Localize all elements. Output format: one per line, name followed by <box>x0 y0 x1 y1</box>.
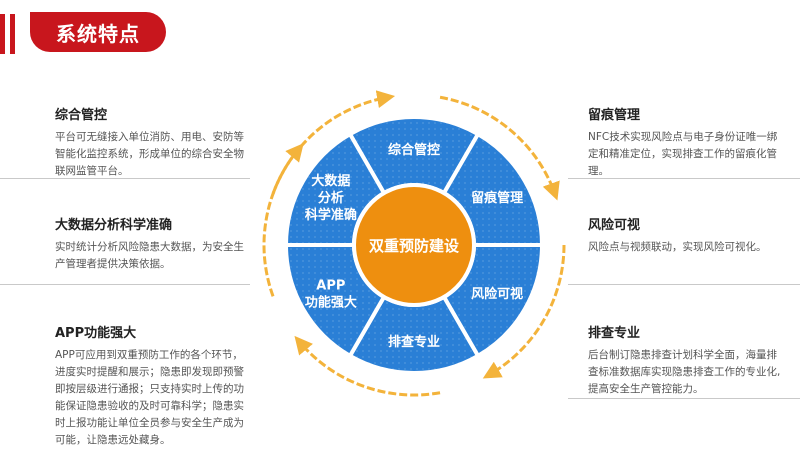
feature-desc: 实时统计分析风险隐患大数据，为安全生 产管理者提供决策依据。 <box>55 241 244 270</box>
feature-title: APP功能强大 <box>55 326 137 341</box>
cycle-arrow <box>294 335 441 397</box>
feature-title: 综合管控 <box>55 108 108 123</box>
center-label: 双重预防建设 <box>369 237 459 255</box>
feature-block-trace-management: 留痕管理 NFC技术实现风险点与电子身份证唯一绑 定和精准定位，实现排查工作的留… <box>588 104 793 180</box>
feature-desc: APP可应用到双重预防工作的各个环节， 进度实时提醒和展示；隐患即发现即预警 即… <box>55 349 244 446</box>
feature-title: 留痕管理 <box>588 108 641 123</box>
divider <box>568 398 800 399</box>
segment-label: 风险可视 <box>471 286 523 302</box>
feature-block-app: APP功能强大 APP可应用到双重预防工作的各个环节， 进度实时提醒和展示；隐患… <box>55 322 305 449</box>
segment-label: 综合管控 <box>388 142 440 158</box>
center-circle <box>352 183 476 307</box>
feature-title: 排查专业 <box>588 326 641 341</box>
feature-title: 风险可视 <box>588 218 641 233</box>
cycle-arrow <box>439 95 560 201</box>
segment-label: 排查专业 <box>388 334 440 350</box>
cycle-arrow <box>271 90 396 195</box>
divider <box>568 178 800 179</box>
feature-block-risk-visual: 风险可视 风险点与视频联动，实现风险可视化。 <box>588 214 793 256</box>
feature-desc: 风险点与视频联动，实现风险可视化。 <box>588 241 767 253</box>
feature-desc: 平台可无缝接入单位消防、用电、安防等 智能化监控系统，形成单位的综合安全物 联网… <box>55 131 244 177</box>
segment-label: 大数据分析科学准确 <box>305 173 357 223</box>
cycle-arrows <box>262 90 566 397</box>
divider <box>0 284 250 285</box>
feature-block-professional-inspection: 排查专业 后台制订隐患排查计划科学全面，海量排 查标准数据库实现隐患排查工作的专… <box>588 322 793 398</box>
feature-desc: 后台制订隐患排查计划科学全面，海量排 查标准数据库实现隐患排查工作的专业化, 提… <box>588 349 781 395</box>
page-title: 系统特点 <box>30 12 166 52</box>
feature-desc: NFC技术实现风险点与电子身份证唯一绑 定和精准定位，实现排查工作的留痕化管 理… <box>588 131 778 177</box>
feature-title: 大数据分析科学准确 <box>55 218 173 233</box>
feature-block-integrated-control: 综合管控 平台可无缝接入单位消防、用电、安防等 智能化监控系统，形成单位的综合安… <box>55 104 305 180</box>
segment-texture <box>350 296 478 373</box>
feature-block-big-data: 大数据分析科学准确 实时统计分析风险隐患大数据，为安全生 产管理者提供决策依据。 <box>55 214 305 273</box>
cycle-arrow <box>262 143 304 297</box>
segment-label: 留痕管理 <box>471 190 523 206</box>
divider <box>568 284 800 285</box>
segment-texture <box>350 116 478 194</box>
cycle-arrow <box>482 244 566 379</box>
divider <box>0 178 250 179</box>
header-accent-bars <box>0 14 26 54</box>
